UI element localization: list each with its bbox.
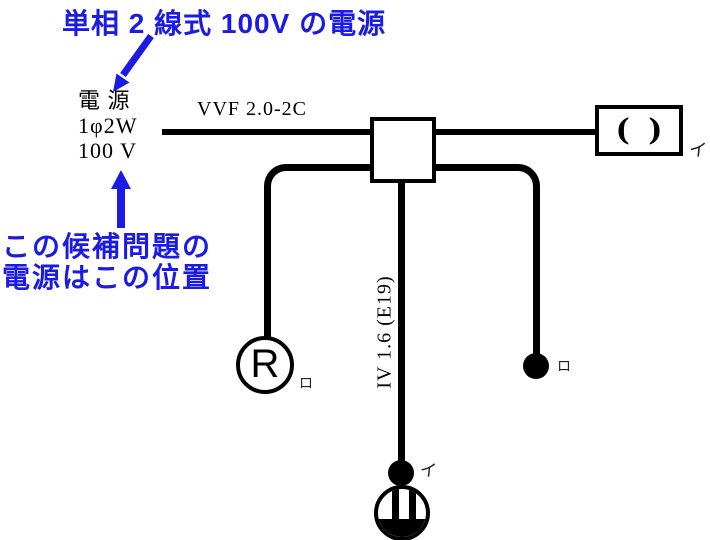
wire-branch-right (433, 164, 540, 360)
power-position-note-line2: 電源はこの位置 (2, 262, 213, 293)
ceiling-light-symbol: ( ) (595, 105, 683, 156)
power-source-title-annotation: 単相 2 線式 100V の電源 (62, 8, 387, 39)
wire-branch-left (264, 164, 374, 340)
outlet-symbol (374, 485, 430, 540)
outlet-bar-right (409, 489, 416, 520)
power-source-name: 電 源 (78, 88, 131, 113)
lamp-receptacle-symbol: R (236, 336, 294, 394)
iv-conduit-label: IV 1.6 (E19) (373, 271, 397, 393)
power-source-voltage: 100 V (78, 138, 137, 163)
power-position-note-line1: この候補問題の (2, 231, 213, 262)
switch-right-label: ロ (557, 358, 571, 374)
switch-dot-right (523, 353, 549, 379)
power-source-phase: 1φ2W (78, 113, 138, 138)
ceiling-light-label: イ (687, 139, 708, 161)
outlet-wall-fill (378, 519, 426, 537)
lamp-receptacle-r-glyph: R (250, 342, 280, 386)
arrow-down-left-icon (113, 33, 154, 92)
ceiling-light-paren-glyph: ( ) (615, 112, 667, 148)
lamp-receptacle-label: ロ (299, 375, 313, 391)
outlet-bar-left (392, 489, 399, 520)
arrow-up-icon (111, 170, 131, 228)
switch-dot-bottom (388, 460, 414, 486)
power-source-label: 電 源 1φ2W 100 V (78, 88, 137, 163)
wire-center-vertical (398, 180, 405, 464)
junction-box-symbol (370, 117, 436, 183)
switch-bottom-label: イ (418, 460, 438, 481)
power-position-note: この候補問題の 電源はこの位置 (2, 231, 212, 293)
vvf-cable-label: VVF 2.0-2C (197, 98, 308, 120)
